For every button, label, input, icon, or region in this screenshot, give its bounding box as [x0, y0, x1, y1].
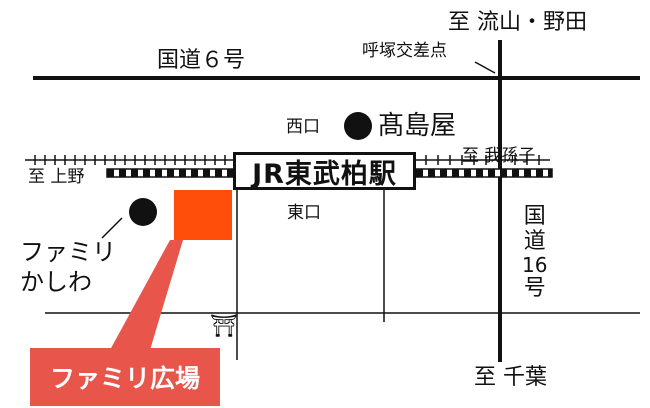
- exit-west-label: 西口: [286, 117, 320, 137]
- famiri-kashiwa-marker: [129, 198, 157, 226]
- famiri-leader: [101, 217, 123, 239]
- to-south-label: 至 千葉: [474, 365, 547, 390]
- to-west-label: 至 上野: [28, 167, 85, 187]
- station-label: JR東武柏駅: [233, 152, 416, 190]
- route-16-char-1: 国: [523, 204, 546, 229]
- venue-marker: [174, 190, 232, 240]
- route-6-label: 国道６号: [157, 48, 246, 73]
- to-east-label: 至 我孫子: [462, 146, 536, 166]
- route-16-label: 国 道 16 号: [522, 204, 548, 301]
- intersection-label: 呼塚交差点: [362, 41, 447, 61]
- route-16-char-3: 16: [522, 253, 548, 278]
- intersection-leader: [474, 61, 496, 74]
- route-16-char-4: 号: [523, 275, 546, 301]
- venue-callout-pointer: [110, 240, 183, 350]
- takashimaya-label: 髙島屋: [378, 111, 457, 141]
- venue-callout-label: ファミリ広場: [49, 364, 200, 393]
- shrine-icon: ⛩: [210, 314, 238, 339]
- route-16-char-2: 道: [523, 228, 546, 254]
- railway-ticks-east: [425, 155, 540, 165]
- famiri-kashiwa-line-2: かしわ: [20, 268, 92, 296]
- famiri-kashiwa-label: ファミリ かしわ: [20, 237, 116, 297]
- to-north-label: 至 流山・野田: [448, 10, 587, 35]
- railway-ticks: [34, 155, 226, 165]
- famiri-kashiwa-line-1: ファミリ: [20, 238, 116, 266]
- venue-callout-box: [30, 348, 220, 406]
- exit-east-label: 東口: [287, 203, 321, 223]
- takashimaya-marker: [344, 112, 372, 140]
